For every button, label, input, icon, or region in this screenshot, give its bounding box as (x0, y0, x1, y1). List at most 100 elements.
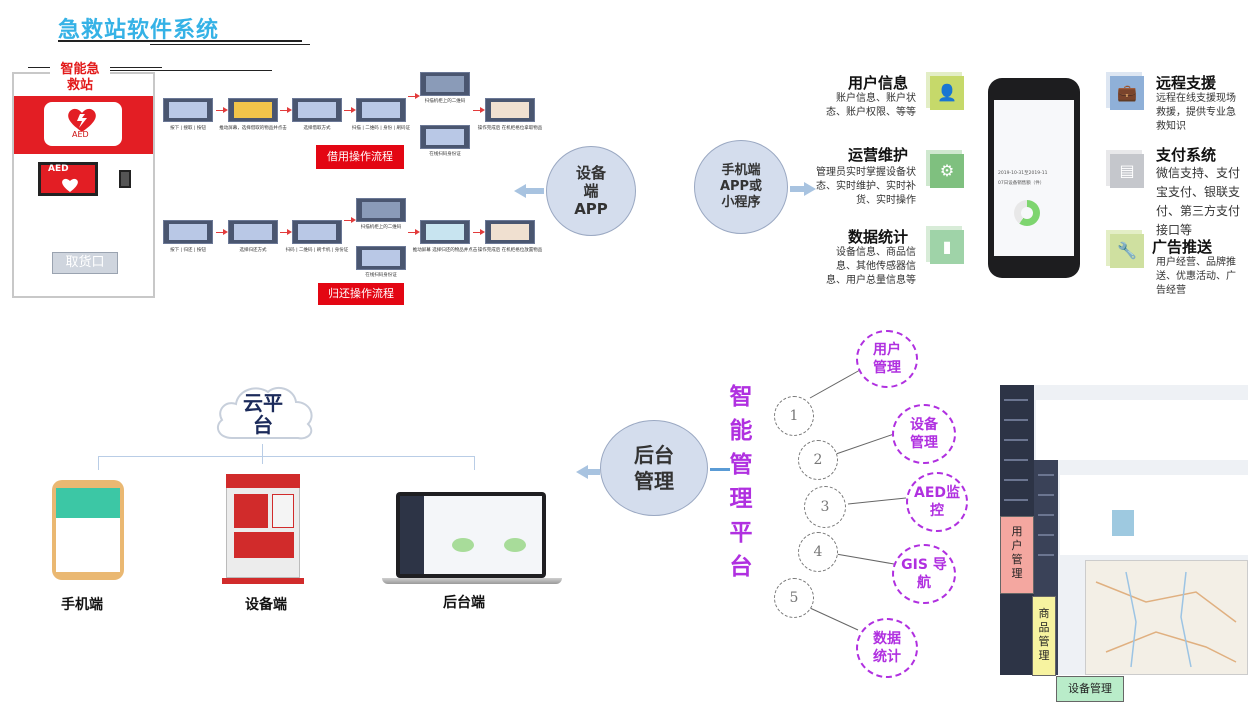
return-step-1-screenshot (163, 220, 213, 244)
return-step-7-screenshot (485, 220, 535, 244)
module-data-statistics[interactable]: 数据 统计 (856, 618, 918, 678)
return-step-3-screenshot (292, 220, 342, 244)
return-step-7-caption: 操作完成后 在机柜格位放置物品 (477, 248, 543, 253)
module-device-management[interactable]: 设备 管理 (892, 404, 956, 464)
arrow-shaft (588, 469, 600, 475)
mobile-line2: APP或 (719, 179, 763, 194)
module-2-label2: 管理 (910, 435, 938, 451)
user-icon: 👤 (926, 72, 964, 110)
device-app-line3: APP (574, 200, 608, 218)
module-aed-monitor[interactable]: AED监 控 (906, 472, 968, 532)
flow-arrow (216, 107, 228, 113)
feature-ops-title: 运营维护 (848, 146, 909, 164)
tag-device-management: 设备管理 (1056, 676, 1124, 702)
mobile-line1: 手机端 (721, 163, 761, 178)
borrow-step-1-screenshot (163, 98, 213, 122)
laptop-sidebar (400, 496, 424, 574)
platform-char: 理 (729, 486, 753, 512)
arrow-left-icon (576, 465, 588, 479)
gear-icon: ⚙ (926, 150, 964, 188)
mobile-line3: 小程序 (721, 195, 761, 210)
title-underline (58, 40, 302, 42)
endpoint-device-label: 设备端 (245, 597, 287, 613)
device-app-circle: 设备 端 APP (546, 146, 636, 236)
return-step-4-caption: 扫描机柜上的二维码 (360, 225, 402, 230)
kiosk-cabinet-door (272, 494, 294, 528)
tag-goods-char: 商 (1038, 607, 1050, 620)
tag-user-char: 理 (1011, 567, 1023, 580)
phone-device-header (56, 488, 120, 518)
title-underline-secondary (150, 44, 310, 45)
module-user-management[interactable]: 用户 管理 (856, 330, 918, 388)
arrow-right-icon (804, 182, 816, 196)
feature-payment-title: 支付系统 (1156, 146, 1217, 164)
module-gis-navigation[interactable]: GIS 导 航 (892, 544, 956, 604)
feature-payment-desc: 微信支持、支付宝支付、银联支付、第三方支付接口等 (1156, 166, 1241, 237)
backend-line2: 管理 (634, 469, 674, 493)
device-app-line1: 设备 (575, 164, 606, 182)
tag-goods-char: 管 (1038, 635, 1050, 648)
module-5-label1: 数据 (873, 631, 901, 647)
page-title: 急救站软件系统 (58, 18, 220, 43)
connector-line (710, 468, 730, 471)
aed-panel-heart-icon (62, 178, 78, 192)
return-step-5-screenshot (356, 246, 406, 270)
pickup-slot-button[interactable]: 取货口 (52, 252, 118, 274)
wrench-icon: 🔧 (1106, 230, 1144, 268)
feature-stats-title: 数据统计 (848, 228, 909, 246)
backend-line1: 后台 (634, 443, 674, 467)
platform-char: 智 (729, 384, 753, 410)
module-3-number: 3 (804, 486, 846, 528)
feature-stats-desc: 设备信息、商品信息、其他传感器信息、用户总量信息等 (826, 247, 916, 286)
product-image (1112, 510, 1134, 536)
kiosk-label-line-secondary (60, 70, 272, 71)
return-flow-button[interactable]: 归还操作流程 (318, 283, 404, 305)
phone-summary: 07日设备销售额（件） (998, 181, 1045, 186)
return-step-6-caption: 推动屏幕 选择归还的物品并点击 (412, 248, 478, 253)
borrow-step-7-screenshot (485, 98, 535, 122)
connector-line (474, 456, 475, 470)
endpoint-mobile-label: 手机端 (61, 597, 103, 613)
return-step-1-caption: 按下 | 归还 | 按钮 (170, 248, 206, 253)
phone-date-range: 2019-10-31至2019-11 (998, 171, 1048, 176)
laptop-base (382, 578, 562, 584)
arrow-shaft (526, 188, 544, 194)
borrow-step-1-caption: 按下 | 搜取 | 按钮 (170, 126, 206, 131)
feature-remote-title: 远程支援 (1156, 74, 1217, 92)
cloud-icon (216, 386, 313, 440)
platform-char: 管 (729, 452, 753, 478)
laptop-chart (504, 538, 526, 552)
tag-user-char: 用 (1011, 525, 1023, 538)
kiosk-label-line2: 救站 (66, 78, 93, 93)
flow-arrow (473, 107, 485, 113)
module-2-number: 2 (798, 440, 838, 480)
module-1-label2: 管理 (873, 360, 901, 376)
aed-card-text: AED (72, 130, 89, 139)
borrow-step-6-screenshot (420, 125, 470, 149)
borrow-step-2-screenshot (228, 98, 278, 122)
phone-screen (994, 100, 1074, 256)
kiosk-cabinet-base (222, 578, 304, 584)
flow-arrow (344, 107, 356, 113)
borrow-flow-button[interactable]: 借用操作流程 (316, 145, 404, 169)
return-step-4-screenshot (356, 198, 406, 222)
borrow-step-4-caption: 扫描 | 二维码 | 身份 | 刷码证 (351, 126, 411, 131)
borrow-step-7-caption: 操作完成后 在机柜格位拿取物品 (477, 126, 543, 131)
feature-ops-desc: 管理员实时掌握设备状态、实时维护、实时补货、实时操作 (816, 167, 916, 206)
connector-line (98, 456, 474, 457)
borrow-step-4-screenshot (356, 98, 406, 122)
flow-arrow (344, 217, 356, 223)
admin-table (1036, 400, 1248, 460)
module-2-label1: 设备 (910, 417, 938, 433)
endpoint-backend-label: 后台端 (443, 595, 485, 611)
arrow-left-icon (514, 184, 526, 198)
tag-goods-char: 品 (1038, 621, 1050, 634)
kiosk-cabinet-lower (234, 532, 294, 558)
tag-goods-char: 理 (1038, 649, 1050, 662)
flow-arrow (408, 229, 420, 235)
flow-arrow (408, 93, 420, 99)
flow-arrow (216, 229, 228, 235)
feature-user-title: 用户信息 (848, 74, 909, 92)
backend-circle: 后台 管理 (600, 420, 708, 516)
admin-map (1085, 560, 1248, 675)
